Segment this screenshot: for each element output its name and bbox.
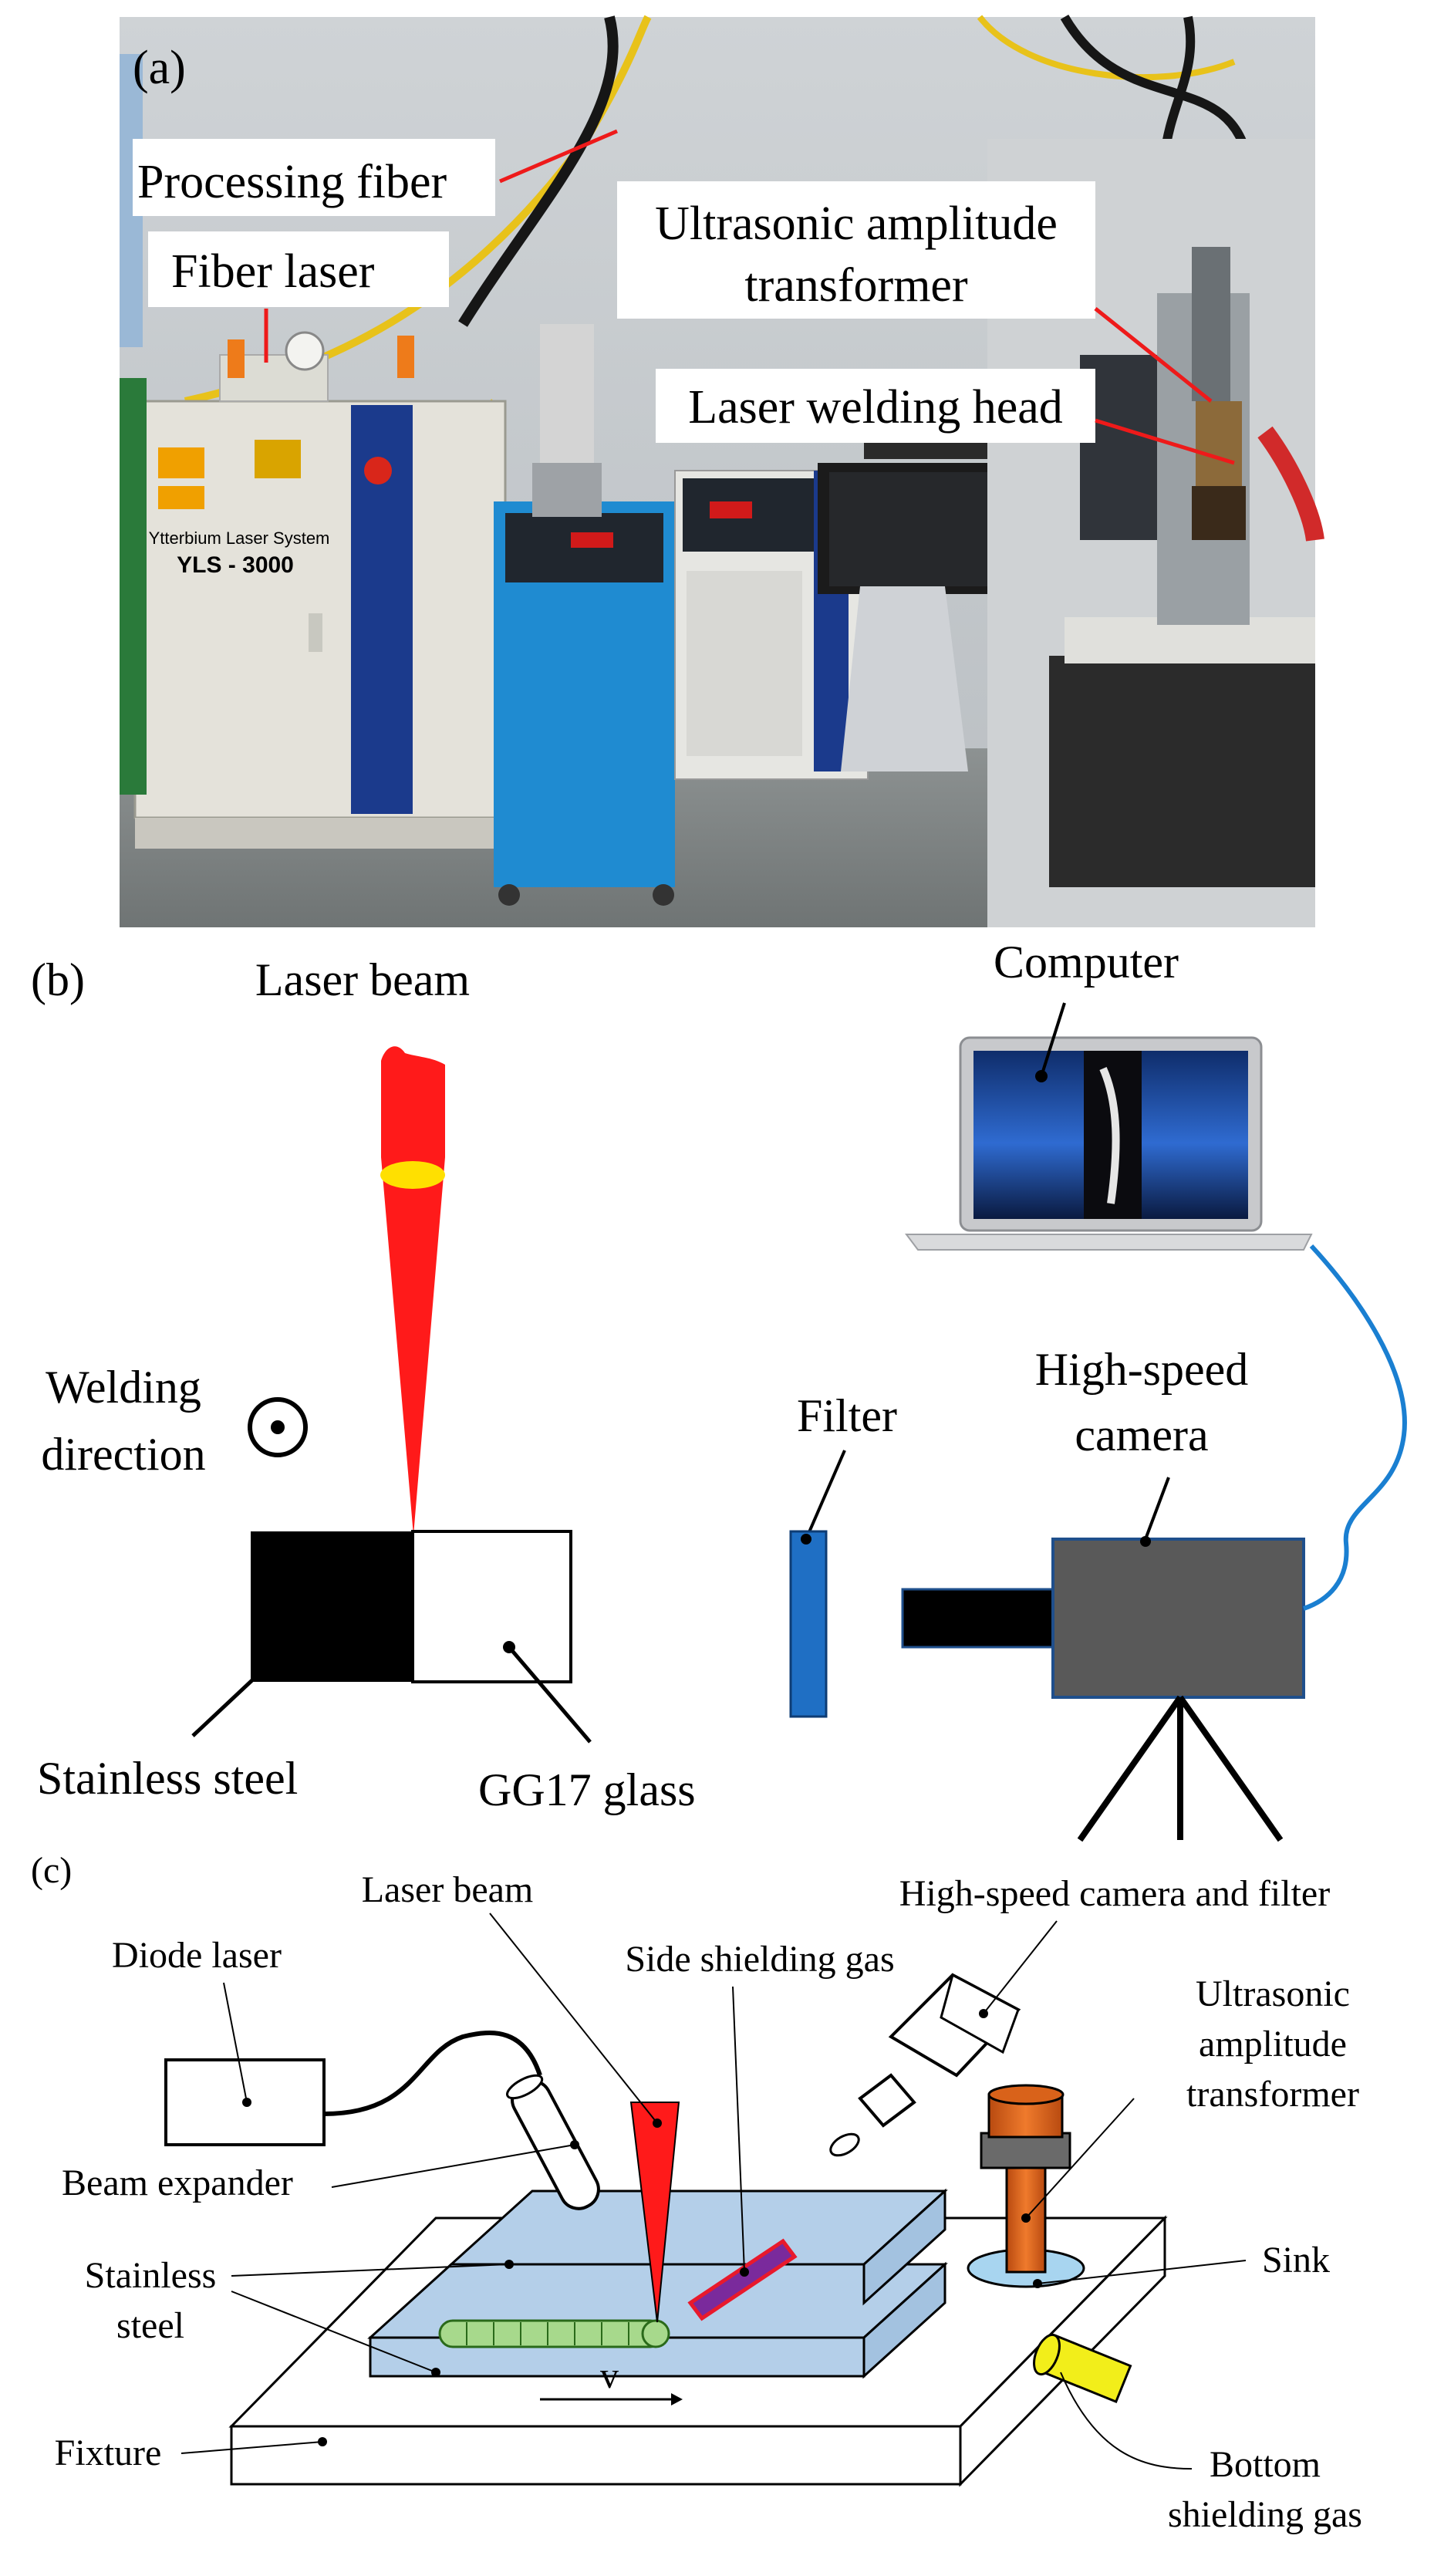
gg17-glass-block [411, 1530, 572, 1683]
ultrasonic-transformer [967, 2084, 1085, 2288]
camera-pointer-dot [1140, 1536, 1151, 1547]
callout-box-processing-fiber [133, 139, 495, 216]
callout-fiber-laser: Fiber laser [171, 245, 375, 298]
label-ultra-line2: amplitude [1199, 2024, 1347, 2065]
leader-stainless-lower [231, 2291, 437, 2373]
callout-box-ultrasonic [617, 181, 1095, 319]
label-laser-beam-c: Laser beam [362, 1869, 534, 1910]
label-welding-line2: direction [41, 1429, 205, 1480]
panel-b-tag: (b) [31, 954, 85, 1005]
panel-c-tag: (c) [31, 1850, 72, 1891]
callout-welding-head: Laser welding head [688, 381, 1062, 434]
stainless-lower-dot [431, 2368, 440, 2377]
panel-c-setup: (c) Laser beam Side [31, 1850, 1362, 2535]
weld-bead [438, 2319, 670, 2348]
label-stainless-line2: steel [116, 2305, 184, 2346]
yellow-cable-right [977, 15, 1236, 81]
laptop-computer [905, 1036, 1313, 1251]
label-welding-line1: Welding [46, 1362, 201, 1413]
leader-computer [1040, 1002, 1066, 1077]
welding-direction-icon [248, 1397, 308, 1457]
fixture-plate-front [230, 2425, 962, 2486]
filter-plate [789, 1530, 828, 1718]
leader-camera-filter [983, 1920, 1058, 2014]
label-beam-expander: Beam expander [62, 2162, 293, 2203]
callout-ultrasonic-line2: transformer [744, 259, 968, 312]
leader-fixture [181, 2441, 323, 2454]
side-gas-nozzle [687, 2238, 798, 2321]
leader-glass-b [508, 1646, 592, 1744]
steel-plate-upper-side [862, 2188, 946, 2306]
steel-plate-lower-side [862, 2261, 946, 2379]
stainless-upper-dot [504, 2260, 514, 2269]
label-camera-line2: camera [1075, 1410, 1208, 1460]
camera-body [1051, 1538, 1305, 1699]
label-bottom-gas-line1: Bottom [1210, 2444, 1321, 2485]
bottom-gas-nozzle [1033, 2333, 1132, 2403]
leader-camera [1144, 1477, 1170, 1540]
leader-filter [805, 1450, 846, 1540]
camera-cable [1303, 1244, 1407, 1611]
panel-a-tag: (a) [133, 42, 186, 94]
gas-cylinder [120, 378, 147, 795]
label-gg17-glass: GG17 glass [478, 1764, 696, 1815]
callout-processing-fiber: Processing fiber [137, 156, 447, 208]
machine-text-line2: YLS - 3000 [177, 552, 294, 578]
panel-a-photo: Ytterbium Laser System YLS - 3000 [120, 14, 1324, 927]
label-computer: Computer [994, 937, 1179, 988]
leader-ultrasonic [1025, 2098, 1135, 2219]
callout-ultrasonic-line1: Ultrasonic amplitude [655, 198, 1058, 250]
sink-dot [1033, 2279, 1042, 2288]
filter-pointer-dot [801, 1534, 811, 1545]
stainless-steel-block [251, 1531, 413, 1682]
label-side-gas: Side shielding gas [625, 1939, 894, 1980]
arrow-welding-head [1095, 418, 1235, 465]
label-sink: Sink [1262, 2240, 1330, 2281]
label-bottom-gas-line2: shielding gas [1168, 2494, 1362, 2535]
label-camera-filter: High-speed camera and filter [899, 1873, 1330, 1914]
leader-sink [1037, 2260, 1247, 2284]
panel-b-schematic: (b) Laser beam Welding direction Stainle… [31, 937, 1407, 1842]
label-ultra-line3: transformer [1186, 2074, 1359, 2115]
callout-box-fiber-laser [148, 231, 449, 307]
leader-stainless-upper [231, 2264, 510, 2277]
label-velocity: v [600, 2355, 619, 2396]
leader-diode-laser [223, 1982, 248, 2103]
camera-lens [901, 1588, 1054, 1649]
label-laser-beam-b: Laser beam [255, 954, 470, 1005]
leader-bottom-gas [1060, 2372, 1193, 2470]
diode-fiber-cable [323, 2031, 542, 2116]
blue-chiller [494, 324, 675, 906]
fixture-dot [318, 2437, 327, 2446]
laser-focus-spot-b [380, 1161, 445, 1189]
label-ultra-line1: Ultrasonic [1196, 1973, 1350, 2014]
leader-side-gas [732, 1986, 745, 2273]
fiber-laser-cabinet: Ytterbium Laser System YLS - 3000 [133, 331, 507, 849]
leader-laser-beam-c [489, 1913, 658, 2124]
label-diode-laser: Diode laser [112, 1935, 282, 1976]
label-camera-line1: High-speed [1035, 1344, 1249, 1395]
machine-text-line1: Ytterbium Laser System [149, 528, 330, 548]
black-processing-fiber [458, 15, 619, 327]
leader-beam-expander [331, 2144, 575, 2188]
steel-plate-upper-top [448, 2189, 948, 2266]
label-stainless-steel-b: Stainless steel [37, 1753, 298, 1804]
callout-box-welding-head [656, 369, 1095, 443]
velocity-arrowhead [671, 2393, 683, 2406]
leader-stainless-b [191, 1676, 256, 1737]
label-fixture: Fixture [55, 2433, 162, 2473]
arrow-ultrasonic [1094, 307, 1213, 403]
camera-tripod [1077, 1695, 1284, 1842]
floor-ramp [841, 586, 968, 771]
welding-direction-dot [271, 1420, 285, 1434]
beam-expander [506, 2074, 600, 2210]
arrow-processing-fiber [499, 129, 618, 184]
label-stainless-line1: Stainless [85, 2255, 217, 2296]
label-filter: Filter [797, 1390, 897, 1441]
laser-beam-b [381, 1046, 445, 1535]
laser-beam-c [629, 2102, 680, 2323]
